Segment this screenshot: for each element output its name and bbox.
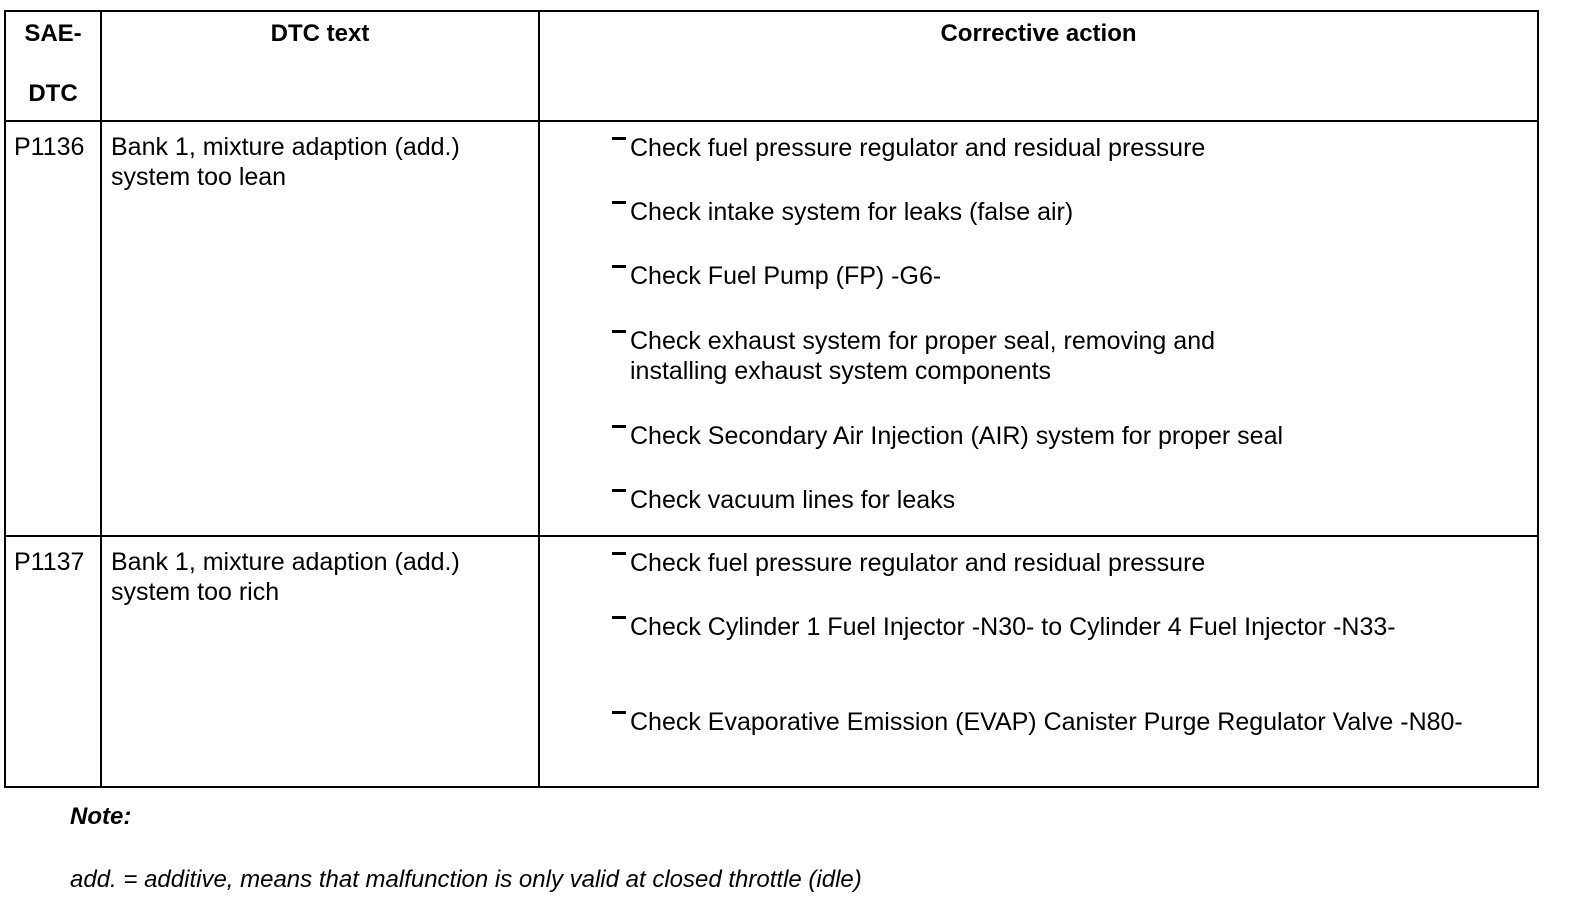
header-corrective-action-label: Corrective action [940, 20, 1137, 47]
table-row: P1136 Bank 1, mixture adaption (add.) sy… [4, 120, 1539, 537]
action-text: Check Cylinder 1 Fuel Injector -N30- to … [630, 613, 1396, 641]
dash-icon [612, 552, 626, 555]
dtc-code-cell: P1137 [4, 535, 102, 788]
action-item: Check fuel pressure regulator and residu… [610, 548, 1527, 612]
dash-icon [612, 330, 626, 333]
dash-icon [612, 265, 626, 268]
corrective-action-cell: Check fuel pressure regulator and residu… [538, 535, 1539, 788]
header-dtc-text-label: DTC text [270, 20, 370, 47]
action-text: Check intake system for leaks (false air… [630, 198, 1074, 226]
action-item: Check Fuel Pump (FP) -G6- [610, 261, 1527, 326]
note-title: Note: [70, 803, 132, 830]
action-text: Check Fuel Pump (FP) -G6- [630, 262, 942, 290]
header-sae-dtc-line2: DTC [28, 80, 78, 107]
action-text: Check Evaporative Emission (EVAP) Canist… [630, 708, 1463, 736]
action-text: Check vacuum lines for leaks [630, 486, 956, 514]
dash-icon [612, 137, 626, 140]
header-sae-dtc-line1: SAE- [24, 20, 82, 47]
action-text: Check Secondary Air Injection (AIR) syst… [630, 422, 1284, 450]
dash-icon [612, 711, 626, 714]
action-text: Check exhaust system for proper seal, re… [630, 327, 1215, 385]
dash-icon [612, 201, 626, 204]
dtc-text-cell: Bank 1, mixture adaption (add.) system t… [100, 120, 540, 537]
dash-icon [612, 489, 626, 492]
table-row: P1137 Bank 1, mixture adaption (add.) sy… [4, 535, 1539, 788]
dash-icon [612, 425, 626, 428]
action-text: Check fuel pressure regulator and residu… [630, 549, 1206, 577]
dtc-text-cell: Bank 1, mixture adaption (add.) system t… [100, 535, 540, 788]
action-item: Check intake system for leaks (false air… [610, 197, 1527, 261]
header-sae-dtc: SAE- DTC [4, 10, 102, 122]
action-text: Check fuel pressure regulator and residu… [630, 134, 1206, 162]
action-item: Check exhaust system for proper seal, re… [610, 326, 1290, 421]
header-corrective-action: Corrective action [538, 10, 1539, 122]
dtc-code-cell: P1136 [4, 120, 102, 537]
dash-icon [612, 616, 626, 619]
header-dtc-text: DTC text [100, 10, 540, 122]
corrective-action-cell: Check fuel pressure regulator and residu… [538, 120, 1539, 537]
action-item: Check Cylinder 1 Fuel Injector -N30- to … [610, 612, 1527, 707]
table-header-row: SAE- DTC DTC text Corrective action [4, 10, 1539, 122]
dtc-table: SAE- DTC DTC text Corrective action P113… [4, 10, 1539, 788]
action-item: Check Secondary Air Injection (AIR) syst… [610, 421, 1527, 485]
note-text: add. = additive, means that malfunction … [70, 866, 862, 893]
action-item: Check vacuum lines for leaks [610, 485, 1527, 515]
action-item: Check fuel pressure regulator and residu… [610, 133, 1527, 197]
action-item: Check Evaporative Emission (EVAP) Canist… [610, 707, 1485, 737]
